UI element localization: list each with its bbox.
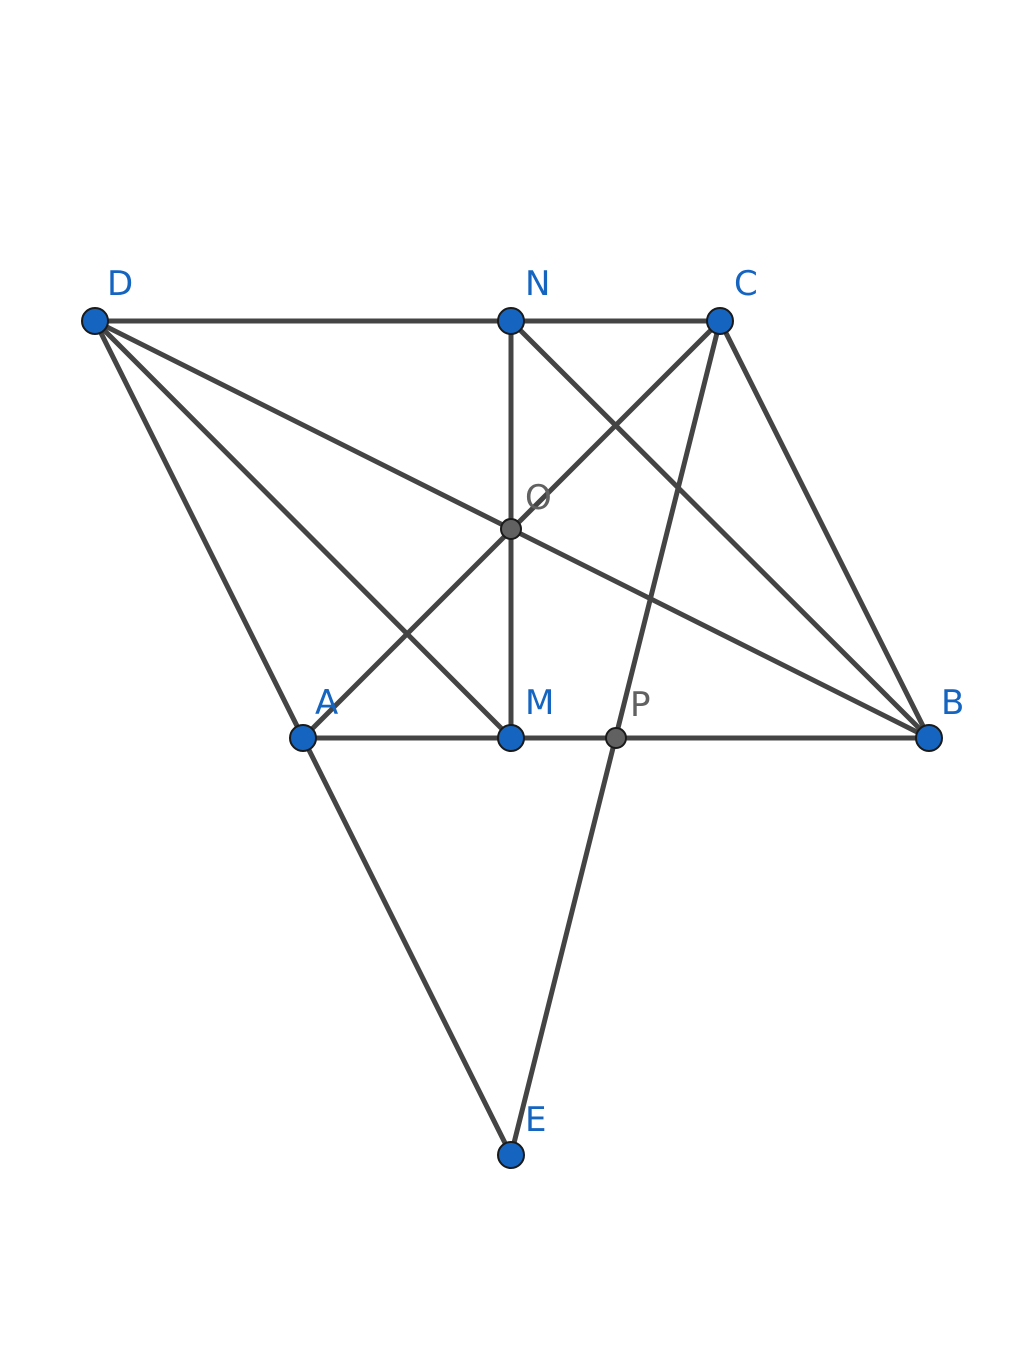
- point-n: [497, 307, 525, 335]
- point-m: [497, 724, 525, 752]
- segment-ae: [300, 735, 514, 1158]
- point-label-o: O: [525, 478, 552, 518]
- segment-cb: [717, 318, 932, 741]
- point-label-c: C: [734, 264, 758, 304]
- point-d: [81, 307, 109, 335]
- point-label-n: N: [525, 264, 550, 304]
- labels-layer: D N C O A M P B E: [107, 264, 964, 1140]
- segment-da: [92, 318, 306, 741]
- point-label-m: M: [525, 683, 554, 723]
- point-label-a: A: [315, 683, 338, 723]
- point-label-b: B: [941, 683, 964, 723]
- point-b: [915, 724, 943, 752]
- point-e: [497, 1141, 525, 1169]
- segment-nb: [508, 318, 932, 741]
- point-o: [500, 518, 522, 540]
- point-label-e: E: [525, 1100, 546, 1140]
- point-label-d: D: [107, 264, 133, 304]
- segment-dm: [92, 318, 514, 741]
- point-label-p: P: [630, 685, 651, 725]
- point-c: [706, 307, 734, 335]
- points-layer: [81, 307, 943, 1169]
- point-a: [289, 724, 317, 752]
- point-p: [605, 727, 627, 749]
